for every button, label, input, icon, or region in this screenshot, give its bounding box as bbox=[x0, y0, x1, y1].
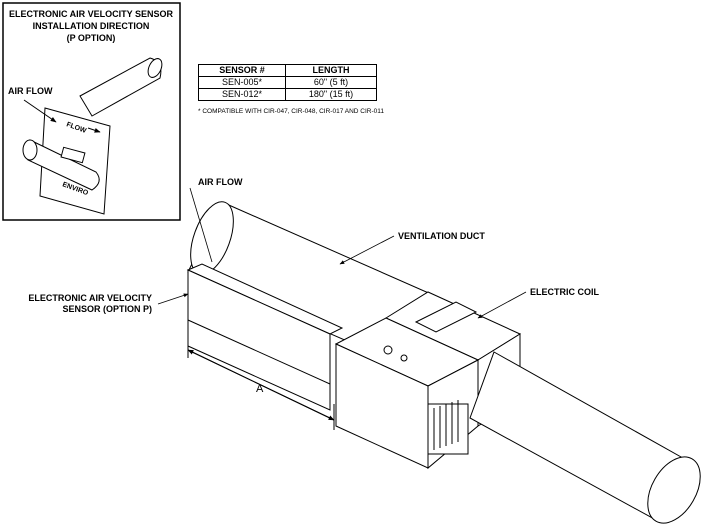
sensor-leader bbox=[157, 293, 189, 305]
table-cell: 180" (15 ft) bbox=[285, 88, 377, 101]
coil-leader bbox=[477, 291, 527, 319]
table-header-sensor: SENSOR # bbox=[198, 64, 286, 77]
table-cell: 60" (5 ft) bbox=[285, 76, 377, 89]
table-cell: SEN-012* bbox=[198, 88, 286, 101]
inset-title-line-3: (P OPTION) bbox=[66, 33, 116, 43]
inset-sensor-probe: FLOW ENVIRO bbox=[22, 57, 163, 215]
inset-airflow-arrow bbox=[23, 99, 57, 123]
table-row: SEN-012* 180" (15 ft) bbox=[198, 88, 377, 101]
table-header-length: LENGTH bbox=[285, 64, 377, 77]
inset-title-line-1: ELECTRONIC AIR VELOCITY SENSOR bbox=[8, 9, 174, 19]
sensor-length-table: SENSOR # LENGTH SEN-005* 60" (5 ft) SEN-… bbox=[198, 64, 377, 101]
duct-leader bbox=[339, 235, 395, 265]
sensor-label: ELECTRONIC AIR VELOCITY SENSOR (OPTION P… bbox=[10, 293, 152, 315]
sensor-housing bbox=[186, 263, 344, 411]
ventilation-duct-label: VENTILATION DUCT bbox=[398, 231, 485, 241]
table-cell: SEN-005* bbox=[198, 76, 286, 89]
sensor-label-line-2: SENSOR (OPTION P) bbox=[62, 304, 152, 314]
ventilation-duct-outlet bbox=[469, 351, 701, 524]
sensor-label-line-1: ELECTRONIC AIR VELOCITY bbox=[28, 293, 152, 303]
inset-airflow-label: AIR FLOW bbox=[8, 86, 53, 96]
inset-title-line-2: INSTALLATION DIRECTION bbox=[32, 21, 150, 31]
electric-coil-label: ELECTRIC COIL bbox=[530, 287, 599, 297]
inset-title: ELECTRONIC AIR VELOCITY SENSOR INSTALLAT… bbox=[4, 8, 178, 44]
table-row: SEN-005* 60" (5 ft) bbox=[198, 76, 377, 89]
dimension-a-label: A bbox=[256, 383, 264, 395]
dimension-a bbox=[187, 338, 335, 430]
compatibility-note: * COMPATIBLE WITH CIR-047, CIR-048, CIR-… bbox=[198, 108, 385, 115]
airflow-label: AIR FLOW bbox=[198, 177, 243, 187]
airflow-leader bbox=[189, 187, 213, 263]
